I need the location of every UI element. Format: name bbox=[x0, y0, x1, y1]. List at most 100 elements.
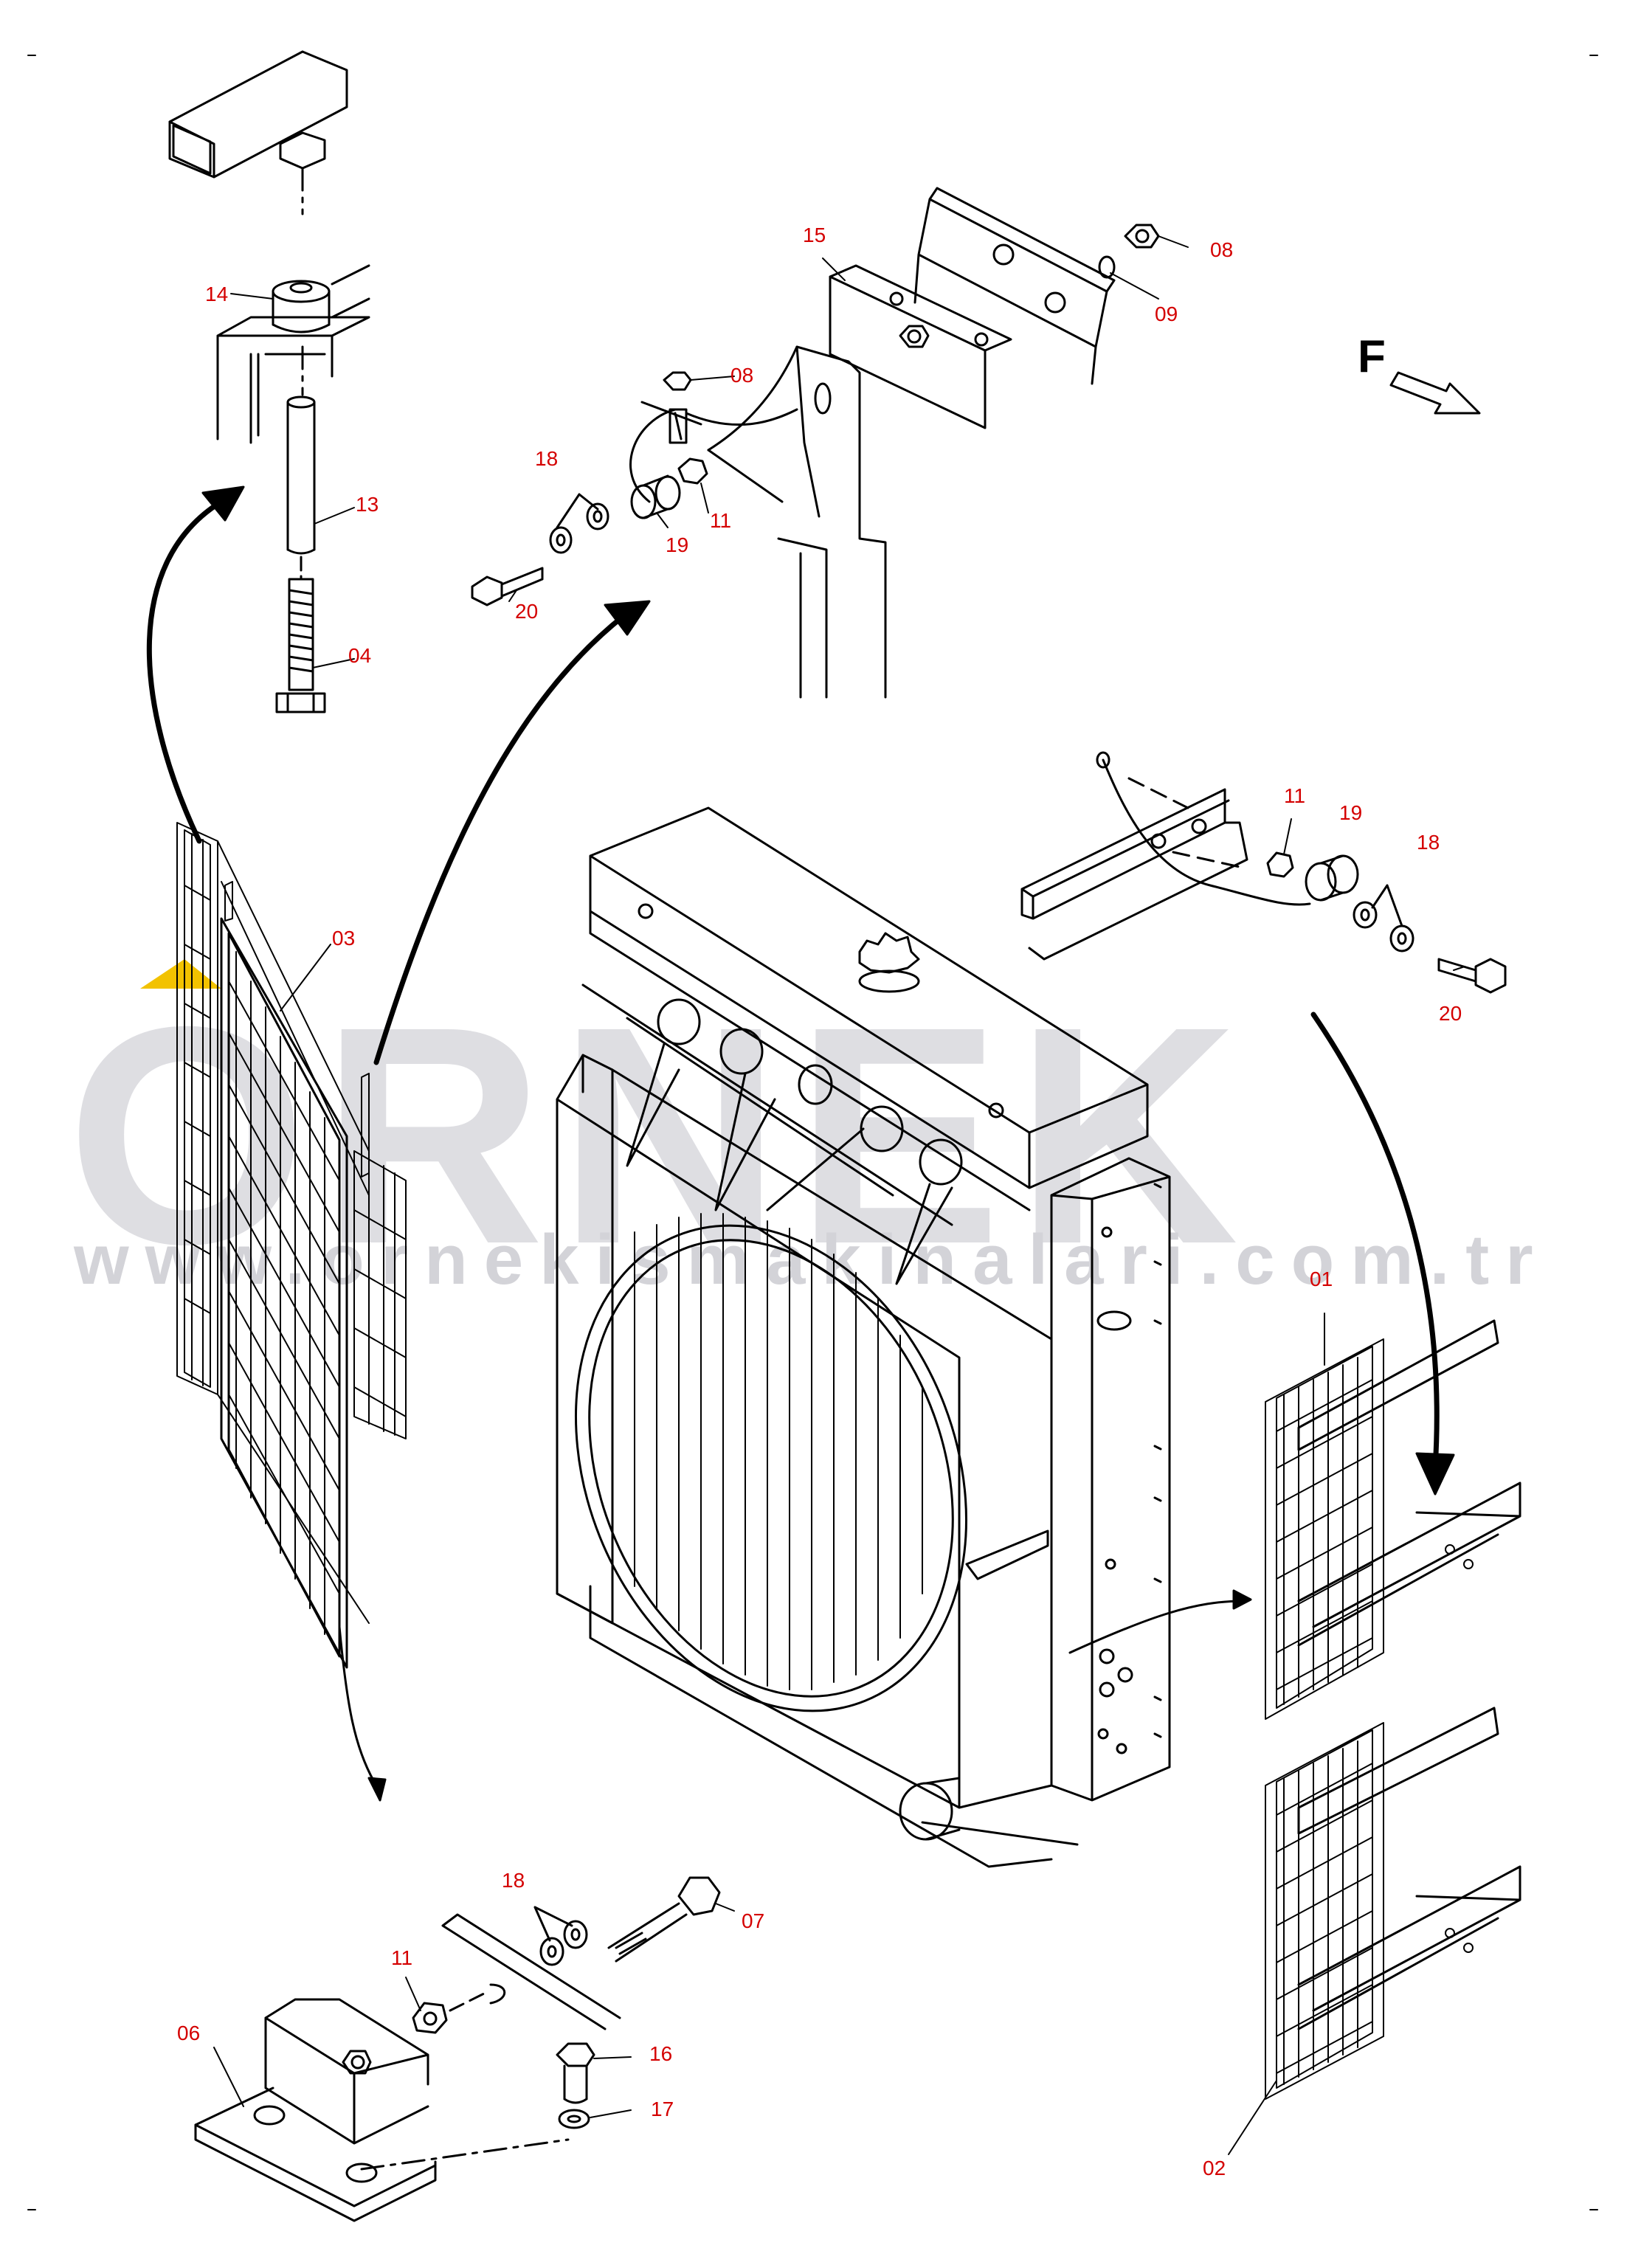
callout-06: 06 bbox=[177, 2022, 201, 2044]
hose-2 bbox=[719, 1028, 764, 1075]
washer-18c bbox=[1353, 901, 1378, 929]
arrow-head bbox=[604, 600, 651, 636]
lanyard-wire-right bbox=[1102, 758, 1311, 906]
callout-18-top: 18 bbox=[535, 447, 559, 470]
direction-arrow bbox=[1389, 371, 1481, 415]
callout-20-right: 20 bbox=[1439, 1002, 1462, 1025]
top-tank bbox=[589, 806, 1149, 1189]
nut-08-small bbox=[663, 371, 692, 391]
callout-01: 01 bbox=[1310, 1268, 1333, 1290]
callout-16: 16 bbox=[649, 2042, 673, 2065]
square-tube bbox=[168, 50, 348, 179]
callout-19-right: 19 bbox=[1339, 801, 1363, 824]
callout-18-right: 18 bbox=[1417, 831, 1440, 854]
callout-19-top: 19 bbox=[666, 533, 689, 556]
right-upper-bracket-assembly bbox=[1020, 751, 1507, 994]
callout-15: 15 bbox=[803, 224, 826, 246]
bracket-plate bbox=[216, 264, 370, 444]
side-tank-left bbox=[556, 1054, 614, 1625]
washer-18b bbox=[549, 526, 573, 554]
callout-08-top: 08 bbox=[1210, 238, 1234, 261]
arrow-to-top-left bbox=[146, 499, 224, 844]
fan-shroud bbox=[575, 1224, 967, 1712]
frame-bracket bbox=[707, 345, 887, 699]
nut-08-top bbox=[1124, 224, 1160, 249]
lower-plate bbox=[965, 1529, 1049, 1580]
bushing-14 bbox=[272, 280, 331, 333]
callout-18-bottom: 18 bbox=[502, 1869, 525, 1892]
hose-4 bbox=[860, 1105, 904, 1152]
callout-17: 17 bbox=[651, 2098, 674, 2120]
top-left-mount-assembly bbox=[168, 50, 370, 713]
mesh-screen-01 bbox=[1265, 1319, 1521, 1720]
leader-lines bbox=[213, 235, 1465, 2155]
washer-18e bbox=[563, 1920, 588, 1949]
angle-bar bbox=[1020, 788, 1248, 961]
callout-13: 13 bbox=[356, 493, 379, 516]
arrow-to-bottom-left bbox=[338, 1625, 378, 1787]
callout-11-top: 11 bbox=[710, 509, 732, 532]
mounting-plate-15 bbox=[829, 264, 1012, 429]
pin-bolt bbox=[669, 408, 688, 444]
nut-11-bottom bbox=[412, 2002, 448, 2034]
callout-08-small: 08 bbox=[730, 364, 754, 387]
lanyard-wire bbox=[629, 401, 798, 503]
washer-09 bbox=[1098, 255, 1116, 279]
callout-11-right: 11 bbox=[1284, 784, 1306, 807]
arrow-head bbox=[367, 1777, 387, 1802]
top-center-bracket-assembly bbox=[471, 187, 1160, 699]
bottom-tank bbox=[589, 1585, 1079, 1868]
outlet-hose bbox=[899, 1777, 961, 1841]
bolt-07 bbox=[607, 1876, 721, 1963]
bolt-16 bbox=[556, 2042, 595, 2104]
washer-17 bbox=[558, 2109, 590, 2129]
mesh-screen-03 bbox=[176, 822, 407, 1669]
filler-cap bbox=[858, 932, 920, 993]
watermark-url: www.ornekismakinalari.com.tr bbox=[74, 1220, 1550, 1299]
nut-11-top bbox=[677, 457, 708, 485]
arrow-head bbox=[201, 485, 245, 522]
mesh-screen-02 bbox=[1265, 1707, 1521, 2100]
washer-18d bbox=[1389, 924, 1414, 953]
bolt-20-top bbox=[471, 567, 544, 606]
arrow-to-right-screens bbox=[1068, 1600, 1245, 1654]
spacer-19-top bbox=[630, 474, 681, 519]
core-fins bbox=[612, 1213, 923, 1690]
callout-07: 07 bbox=[742, 1909, 765, 1932]
callout-14: 14 bbox=[205, 283, 229, 305]
hoses bbox=[581, 983, 953, 1226]
washer-18f bbox=[539, 1937, 564, 1966]
nut-11-right bbox=[1266, 851, 1294, 878]
frame-plate bbox=[441, 1913, 621, 2030]
callout-09: 09 bbox=[1155, 302, 1178, 325]
hose-5 bbox=[919, 1138, 963, 1186]
callout-20-top: 20 bbox=[515, 600, 539, 623]
angle-bracket-06 bbox=[194, 1998, 437, 2222]
arrow-to-right-side bbox=[1310, 1012, 1440, 1471]
callout-04: 04 bbox=[348, 644, 372, 667]
bracket-holes bbox=[1096, 1183, 1162, 1754]
bolt-04 bbox=[275, 578, 326, 713]
callout-03: 03 bbox=[332, 927, 356, 950]
watermark-brand: ORNEK bbox=[66, 963, 1252, 1309]
washer-18a bbox=[586, 502, 609, 530]
bottom-left-bracket-assembly bbox=[194, 1876, 721, 2222]
side-bracket-right bbox=[1050, 1157, 1171, 1802]
bolt-20-right bbox=[1437, 958, 1507, 994]
direction-label: F bbox=[1358, 331, 1386, 382]
spacer-19-right bbox=[1305, 854, 1359, 902]
pin-13 bbox=[286, 395, 316, 555]
hose-3 bbox=[798, 1064, 833, 1105]
radiator-body bbox=[556, 806, 1171, 1868]
hose-1 bbox=[657, 998, 701, 1045]
angle-bracket bbox=[913, 187, 1116, 385]
callout-11-bottom: 11 bbox=[391, 1946, 413, 1969]
arrow-head bbox=[1415, 1452, 1455, 1496]
watermark-accent-shape bbox=[140, 959, 221, 989]
crop-marks bbox=[27, 55, 1598, 2210]
callout-02: 02 bbox=[1203, 2157, 1226, 2179]
tube-stub bbox=[279, 131, 326, 170]
arrow-to-top-center bbox=[373, 613, 626, 1065]
arrow-head bbox=[1232, 1589, 1252, 1610]
